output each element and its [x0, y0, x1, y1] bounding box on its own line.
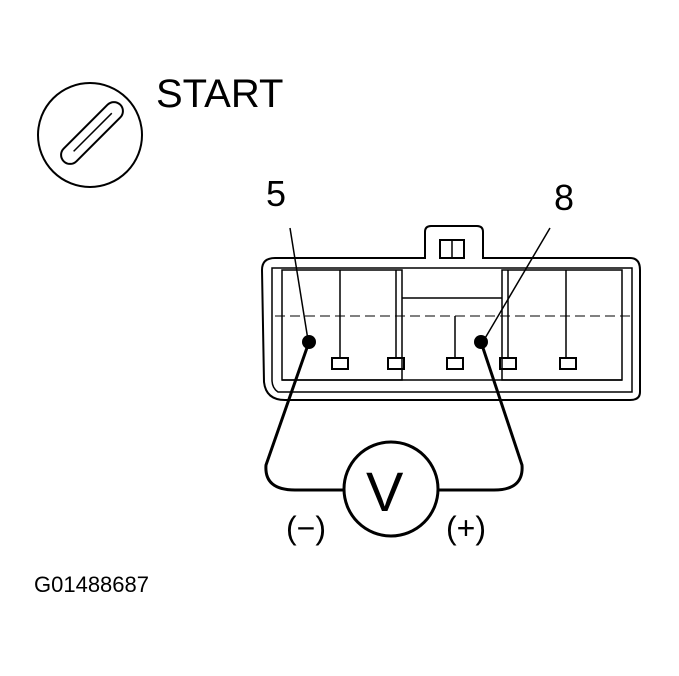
positive-lead [438, 341, 524, 492]
pin-5-leader [289, 227, 309, 341]
figure-id: G01488687 [34, 572, 149, 597]
pin-8-leader [483, 227, 551, 341]
pin-5-label: 5 [266, 173, 287, 214]
negative-polarity-label: (−) [286, 510, 326, 546]
pin-8-label: 8 [554, 177, 575, 218]
negative-lead [264, 341, 344, 492]
voltmeter-icon [342, 440, 440, 538]
ignition-start-label: START [156, 72, 284, 116]
positive-polarity-label: (+) [446, 510, 486, 546]
voltmeter-symbol: V [366, 460, 404, 523]
ignition-key-icon [37, 82, 143, 188]
connector-body [260, 225, 641, 401]
